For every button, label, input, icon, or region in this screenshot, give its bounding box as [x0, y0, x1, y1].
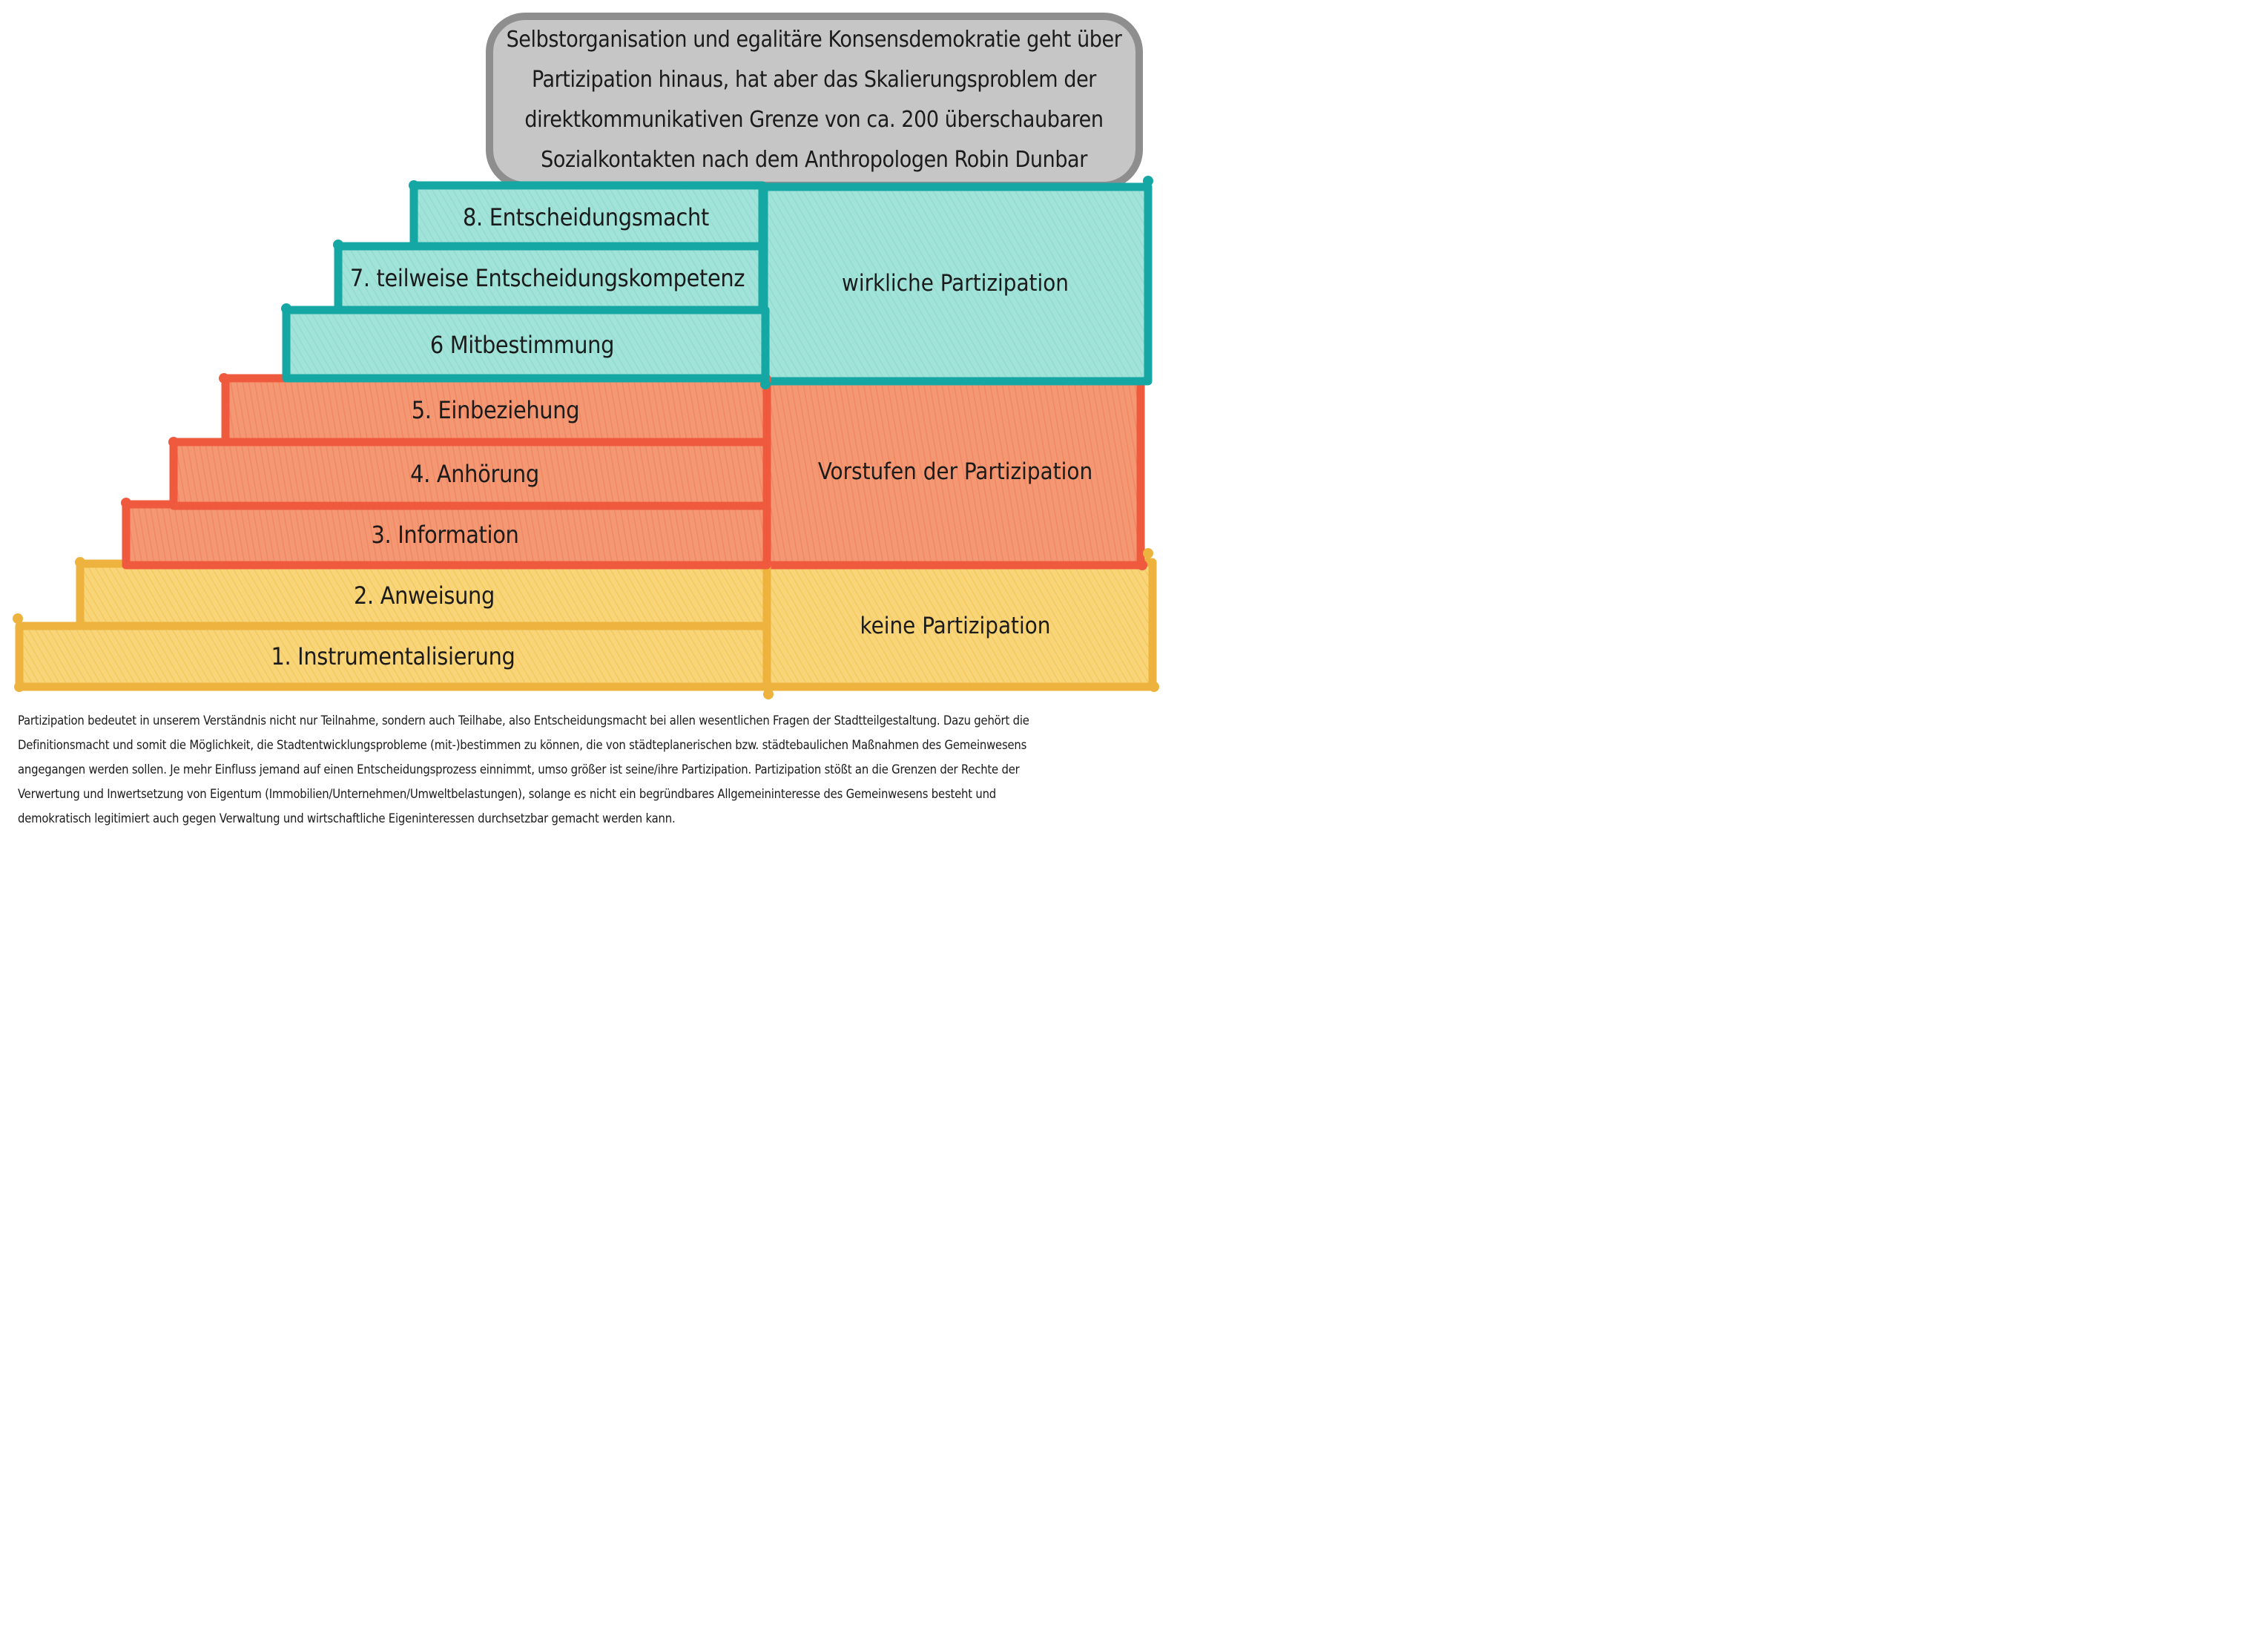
step-8-label: 8. Entscheidungsmacht: [463, 203, 709, 231]
category-block-keine: [761, 558, 1157, 691]
note-line: Partizipation hinaus, hat aber das Skali…: [532, 67, 1096, 93]
step-2-label: 2. Anweisung: [354, 581, 495, 610]
category-block-wirkliche: [759, 182, 1153, 386]
corner-dots: [13, 548, 1159, 699]
note-line: direktkommunikativen Grenze von ca. 200 …: [524, 107, 1104, 133]
note-line: Sozialkontakten nach dem Anthropologen R…: [541, 147, 1087, 173]
step-3-label: 3. Information: [371, 521, 519, 549]
step-6-label: 6 Mitbestimmung: [429, 331, 615, 359]
ladder-graphic: [13, 13, 1159, 699]
footnote-line: Definitionsmacht und somit die Möglichke…: [18, 738, 1027, 752]
footnote-paragraph: Partizipation bedeutet in unserem Verstä…: [18, 708, 1153, 831]
category-label-keine: keine Partizipation: [860, 613, 1051, 639]
step-4-label: 4. Anhörung: [410, 460, 539, 488]
step-3-bar: [122, 500, 771, 570]
step-1-bar: [15, 622, 771, 691]
note-line: Selbstorganisation und egalitäre Konsens…: [506, 27, 1122, 53]
step-6-bar: [282, 306, 770, 383]
category-label-wirkliche: wirkliche Partizipation: [842, 270, 1069, 297]
step-1-label: 1. Instrumentalisierung: [271, 642, 515, 670]
category-label-vorstufen: Vorstufen der Partizipation: [817, 458, 1093, 485]
step-8-bar: [409, 181, 767, 251]
note-text: Selbstorganisation und egalitäre Konsens…: [501, 22, 1127, 178]
step-4-bar: [169, 438, 771, 510]
footnote-line: Partizipation bedeutet in unserem Verstä…: [18, 713, 1029, 728]
footnote-line: angegangen werden sollen. Je mehr Einflu…: [18, 762, 1020, 777]
step-7-label: 7. teilweise Entscheidungskompetenz: [349, 264, 745, 292]
step-5-label: 5. Einbeziehung: [411, 396, 580, 424]
footnote-line: Verwertung und Inwertsetzung von Eigentu…: [18, 787, 997, 801]
participation-ladder-diagram: Selbstorganisation und egalitäre Konsens…: [0, 0, 1163, 835]
footnote-line: demokratisch legitimiert auch gegen Verw…: [18, 811, 676, 825]
